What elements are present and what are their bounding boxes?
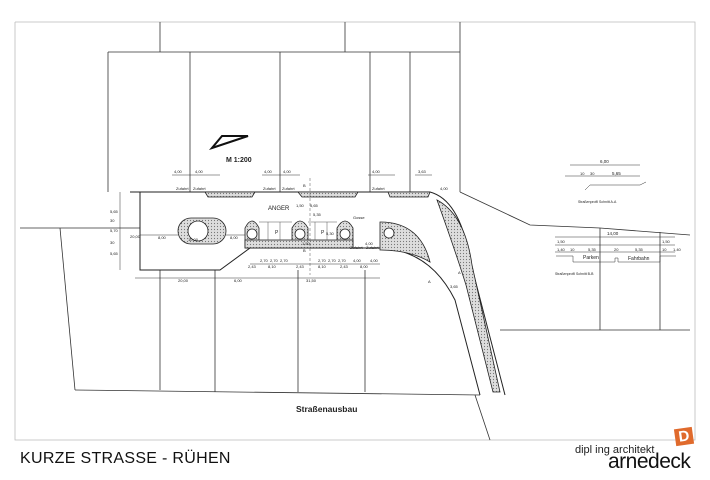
property-lines xyxy=(20,22,691,441)
dimension-label: 20,00 xyxy=(130,234,141,239)
section-bb-part: 20 xyxy=(614,247,619,252)
dimension-label: 4,00 xyxy=(440,186,449,191)
section-bb-part: 5,35 xyxy=(635,247,644,252)
parking-label: P xyxy=(275,230,279,236)
dimension-label: 2,43 xyxy=(248,264,257,269)
dimension-label: 1,50 xyxy=(302,241,311,246)
dimension-label: 2,43 xyxy=(340,264,349,269)
section-bb-part: 1,50 xyxy=(557,239,566,244)
section-mark-a: A xyxy=(428,279,431,284)
dimension-label: 2,70 xyxy=(260,258,269,263)
dimension-label: 20,00 xyxy=(178,278,189,283)
dimension-label: 3,65 xyxy=(450,284,459,289)
dimension-label: 31,50 xyxy=(306,278,317,283)
section-mark-b: B xyxy=(303,183,306,188)
section-bb-lane: Fahrbahn xyxy=(628,256,650,262)
section-bb-part: 1,50 xyxy=(662,239,671,244)
section-bb-part: 5,35 xyxy=(588,247,597,252)
dimension-label: 5,65 xyxy=(110,251,119,256)
dimension-label: 2,70 xyxy=(328,258,337,263)
architect-logo-icon: D xyxy=(673,426,695,447)
dimension-label: 4,00 xyxy=(174,169,183,174)
dimension-label: 5,35 xyxy=(313,212,322,217)
area-label: ANGER xyxy=(268,206,290,212)
zufahrt-label: Zufahrt xyxy=(372,186,386,191)
dimension-label: 5,30 xyxy=(326,231,335,236)
dimension-label: 8,10 xyxy=(268,264,277,269)
trees xyxy=(187,220,395,242)
sheet-border xyxy=(14,21,696,441)
dimension-label: 2,70 xyxy=(318,258,327,263)
dimension-label: 2,70 xyxy=(270,258,279,263)
dimension-label: 8,00 xyxy=(230,235,239,240)
dimension-label: 3,63 xyxy=(418,169,427,174)
zufahrt-label: Zufahrt xyxy=(193,186,207,191)
section-aa-part: 5,65 xyxy=(612,171,621,176)
zufahrt-label: Zufahrt xyxy=(366,245,380,250)
section-mark-b: B xyxy=(303,248,306,253)
dimension-label: 4,00 xyxy=(365,241,374,246)
curb-islands xyxy=(177,191,501,393)
zufahrt-label: Zufahrt xyxy=(263,186,277,191)
architect-name: arnedeck xyxy=(608,450,691,473)
parking-divider-lines xyxy=(259,178,337,275)
dimension-label: 2,43 xyxy=(296,264,305,269)
section-bb-part: 10 xyxy=(662,247,667,252)
north-arrow-icon xyxy=(208,135,249,151)
section-aa-part: 30 xyxy=(590,171,595,176)
dimension-label: 8,00 xyxy=(360,264,369,269)
scale-label: M 1:200 xyxy=(226,157,252,164)
dimension-label: 30 xyxy=(110,218,115,223)
dimension-label: 10,00 xyxy=(188,237,199,242)
dimension-label: 2,70 xyxy=(338,258,347,263)
drawing-title: KURZE STRASSE - RÜHEN xyxy=(20,450,231,467)
section-aa-total: 6,00 xyxy=(600,159,609,164)
dimension-label: 1,50 xyxy=(296,203,305,208)
dimension-label: 6,00 xyxy=(234,278,243,283)
dimension-lines xyxy=(119,164,676,279)
dimension-label: 30 xyxy=(110,240,115,245)
dimension-label: 4,00 xyxy=(372,169,381,174)
gosse-label: Gosse xyxy=(353,215,365,220)
dimension-label: 8,10 xyxy=(318,264,327,269)
section-bb-part: 1,40 xyxy=(673,247,682,252)
dimension-label: 4,00 xyxy=(370,258,379,263)
dimension-label: 4,00 xyxy=(283,169,292,174)
dimension-label: 5,70 xyxy=(110,228,119,233)
section-bb-caption: Straßenprofil Schnitt B-B xyxy=(555,272,594,276)
street-label: Straßenausbau xyxy=(296,404,357,414)
zufahrt-label: Zufahrt xyxy=(176,186,190,191)
dimension-label: 4,00 xyxy=(264,169,273,174)
zufahrt-label: Zufahrt xyxy=(282,186,296,191)
dimension-label: 5,65 xyxy=(310,203,319,208)
section-bb-part: 10 xyxy=(570,247,575,252)
dimension-label: 4,00 xyxy=(195,169,204,174)
zufahrt-label: Zufahrt xyxy=(350,245,364,250)
section-aa-part: 10 xyxy=(580,171,585,176)
dimension-label: 8,00 xyxy=(158,235,167,240)
dimension-label: 4,00 xyxy=(353,258,362,263)
section-bb-total: 14,00 xyxy=(607,231,619,236)
dimension-label: 2,70 xyxy=(280,258,289,263)
section-mark-a: A xyxy=(458,270,461,275)
section-aa-caption: Straßenprofil Schnitt A-A xyxy=(578,200,617,204)
section-bb-part: 1,40 xyxy=(557,247,566,252)
architect-subtitle: dipl ing architekt xyxy=(575,444,655,456)
dimension-label: 5,65 xyxy=(110,209,119,214)
parking-label: P xyxy=(321,230,325,236)
section-bb-parking: Parken xyxy=(583,255,599,261)
